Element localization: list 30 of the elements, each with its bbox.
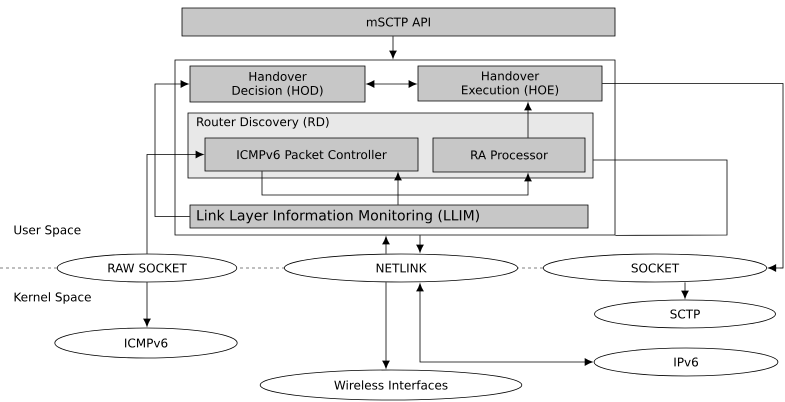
arrow bbox=[382, 236, 390, 254]
arrow bbox=[382, 282, 390, 369]
ellipse-node: Wireless Interfaces bbox=[260, 370, 522, 400]
arrow bbox=[366, 80, 417, 88]
process-box: Handover Execution (HOE) bbox=[418, 66, 602, 102]
ellipse-node: SOCKET bbox=[542, 254, 768, 282]
ellipse-node: SCTP bbox=[594, 300, 776, 328]
region-label: User Space bbox=[14, 225, 80, 237]
arrow bbox=[416, 283, 593, 366]
arrow bbox=[524, 102, 532, 138]
arrow bbox=[154, 80, 190, 217]
arrow bbox=[416, 235, 424, 253]
process-box: mSCTP API bbox=[182, 8, 616, 36]
arrow bbox=[602, 83, 784, 272]
arrow bbox=[394, 172, 402, 205]
container-box bbox=[174, 60, 616, 236]
arrow bbox=[681, 282, 689, 299]
process-box: RA Processor bbox=[432, 138, 586, 172]
region-label: Kernel Space bbox=[14, 292, 91, 304]
arrow bbox=[143, 282, 151, 327]
ellipse-node: NETLINK bbox=[284, 254, 518, 282]
process-box: Link Layer Information Monitoring (LLIM) bbox=[190, 204, 588, 228]
ellipse-node: ICMPv6 bbox=[54, 328, 238, 358]
process-box: ICMPv6 Packet Controller bbox=[204, 138, 418, 172]
arrow bbox=[146, 150, 204, 254]
ellipse-node: RAW SOCKET bbox=[56, 254, 238, 282]
arrow bbox=[262, 171, 532, 196]
ellipse-node: IPv6 bbox=[594, 348, 778, 376]
arrow bbox=[389, 36, 397, 59]
process-box: Handover Decision (HOD) bbox=[190, 66, 366, 102]
